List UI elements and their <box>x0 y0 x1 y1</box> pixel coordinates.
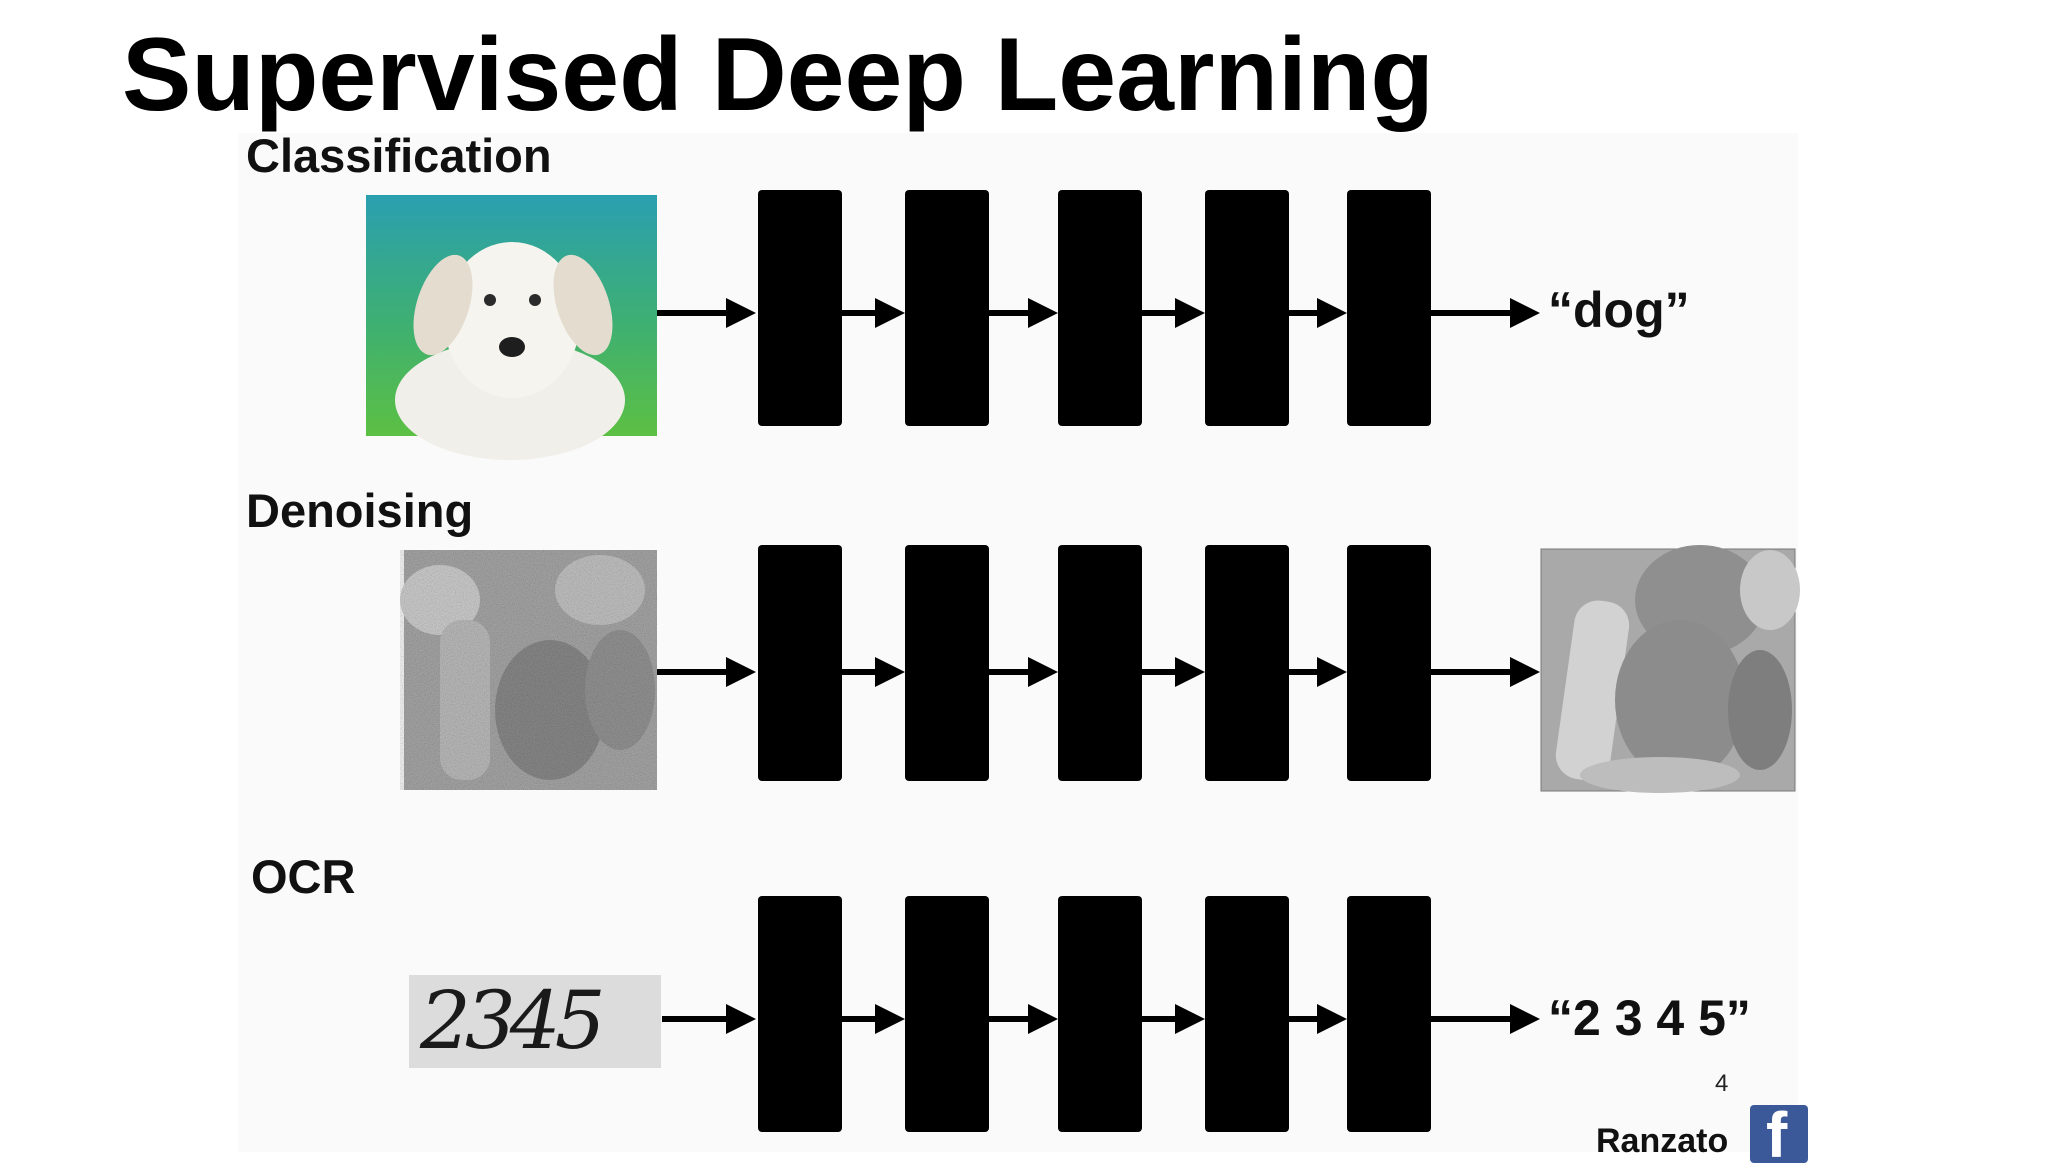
between-arrow-row1-3-head <box>1175 298 1205 328</box>
between-arrow-row1-2-head <box>1028 298 1058 328</box>
output-label-dog: “dog” <box>1548 282 1690 338</box>
row-label-ocr: OCR <box>251 850 356 903</box>
flow-arrows <box>657 298 1540 1034</box>
row-label-classification: Classification <box>246 129 552 182</box>
handwritten-digits-text: 2345 <box>419 974 602 1067</box>
author-credit: Ranzato <box>1596 1122 1729 1160</box>
output-label-digits: “2 3 4 5” <box>1548 990 1751 1046</box>
layer-block-row3-3 <box>1058 896 1142 1132</box>
layer-block-row3-1 <box>758 896 842 1132</box>
between-arrow-row2-2-head <box>1028 657 1058 687</box>
between-arrow-row1-4-head <box>1317 298 1347 328</box>
output-arrow-row3-head <box>1510 1004 1540 1034</box>
layer-block-row1-4 <box>1205 190 1289 426</box>
layer-block-row3-4 <box>1205 896 1289 1132</box>
input-arrow-row3-head <box>726 1004 756 1034</box>
layer-block-row1-3 <box>1058 190 1142 426</box>
layer-block-row3-5 <box>1347 896 1431 1132</box>
layer-block-row1-5 <box>1347 190 1431 426</box>
between-arrow-row2-3-head <box>1175 657 1205 687</box>
facebook-icon: f <box>1750 1103 1808 1167</box>
between-arrow-row3-3-head <box>1175 1004 1205 1034</box>
layer-block-row2-2 <box>905 545 989 781</box>
layer-block-row2-1 <box>758 545 842 781</box>
output-arrow-row1-head <box>1510 298 1540 328</box>
input-arrow-row2-head <box>726 657 756 687</box>
layer-block-row2-5 <box>1347 545 1431 781</box>
layer-block-row1-1 <box>758 190 842 426</box>
layer-block-row1-2 <box>905 190 989 426</box>
between-arrow-row3-2-head <box>1028 1004 1058 1034</box>
slide-number: 4 <box>1715 1070 1729 1097</box>
network-blocks <box>758 190 1431 1132</box>
clean-peppers-image <box>1540 545 1800 793</box>
output-arrow-row2-head <box>1510 657 1540 687</box>
layer-block-row2-4 <box>1205 545 1289 781</box>
layer-block-row3-2 <box>905 896 989 1132</box>
between-arrow-row1-1-head <box>875 298 905 328</box>
layer-block-row2-3 <box>1058 545 1142 781</box>
between-arrow-row3-1-head <box>875 1004 905 1034</box>
input-arrow-row1-head <box>726 298 756 328</box>
between-arrow-row2-4-head <box>1317 657 1347 687</box>
between-arrow-row3-4-head <box>1317 1004 1347 1034</box>
handwritten-digits-image: 2345 <box>409 974 661 1068</box>
row-label-denoising: Denoising <box>246 484 474 537</box>
slide-title: Supervised Deep Learning <box>122 17 1434 133</box>
noisy-peppers-image <box>400 550 657 790</box>
dog-photo <box>366 195 657 460</box>
facebook-letter: f <box>1766 1099 1788 1171</box>
between-arrow-row2-1-head <box>875 657 905 687</box>
